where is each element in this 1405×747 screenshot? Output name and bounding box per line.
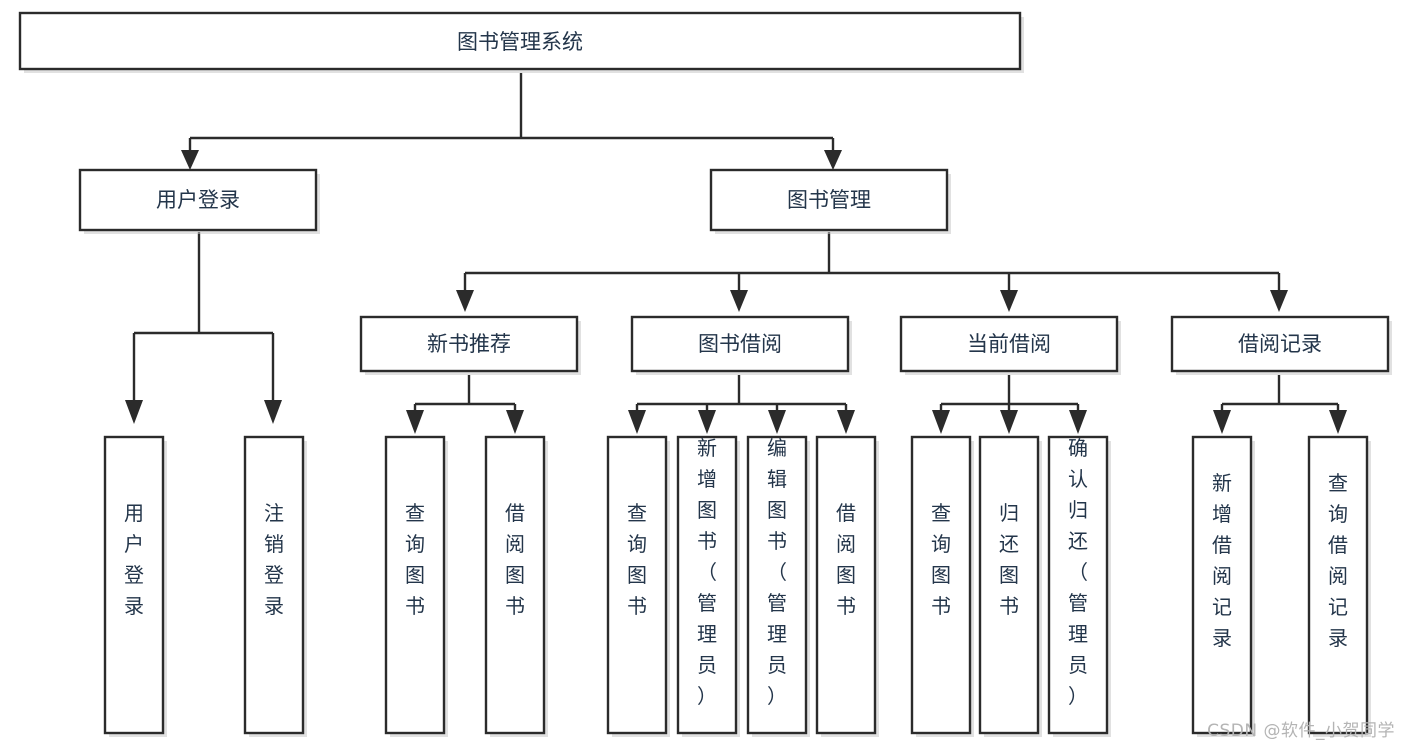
leaf-user-login-label: 用户登录 <box>124 501 144 618</box>
node-borrow-record[interactable]: 借阅记录 <box>1170 315 1392 375</box>
node-new-book-recommend-box <box>359 315 579 373</box>
arrow-head-user-login <box>181 150 199 170</box>
leaf-add-record-label: 新增借阅记录 <box>1212 471 1232 650</box>
leaf-add-record-box <box>1191 435 1253 735</box>
leaf-query-record-label: 查询借阅记录 <box>1328 471 1348 650</box>
node-borrow-record-label: 借阅记录 <box>1238 332 1322 356</box>
node-user-login-label: 用户登录 <box>156 188 240 212</box>
leaf-return-book-label: 归还图书 <box>999 501 1019 618</box>
arrow-head-leaf-add-record <box>1213 410 1231 434</box>
leaf-query-book-2[interactable]: 查询图书 <box>606 435 670 737</box>
arrow-head-book-manage <box>824 150 842 170</box>
node-book-borrow-label: 图书借阅 <box>698 332 782 356</box>
node-book-manage-label: 图书管理 <box>787 188 871 212</box>
leaf-borrow-book-2-box <box>815 435 877 735</box>
arrow-head-leaf-borrow-book-1 <box>506 410 524 434</box>
leaf-add-book-box <box>676 435 738 735</box>
leaf-query-book-3[interactable]: 查询图书 <box>910 435 974 737</box>
csdn-watermark: CSDN @软件_小贺同学 <box>1207 721 1395 741</box>
leaf-query-book-1-label: 查询图书 <box>405 501 425 618</box>
leaf-query-record[interactable]: 查询借阅记录 <box>1307 435 1371 737</box>
leaf-borrow-book-2-label: 借阅图书 <box>836 501 856 618</box>
node-root-label: 图书管理系统 <box>457 30 583 54</box>
node-new-book-recommend-label: 新书推荐 <box>427 332 511 356</box>
node-current-borrow-box <box>899 315 1119 373</box>
leaf-add-record[interactable]: 新增借阅记录 <box>1191 435 1255 737</box>
arrow-head-leaf-user-login <box>125 400 143 424</box>
leaf-confirm-return[interactable]: 确认归还（管理员） <box>1047 435 1111 737</box>
leaf-user-login-box <box>103 435 165 735</box>
leaf-query-book-3-label: 查询图书 <box>931 501 951 618</box>
leaf-borrow-book-1-label: 借阅图书 <box>505 501 525 618</box>
arrow-head-leaf-query-book-2 <box>628 410 646 434</box>
leaf-query-book-2-box <box>606 435 668 735</box>
leaf-add-book[interactable]: 新增图书（管理员） <box>676 435 740 737</box>
node-book-borrow[interactable]: 图书借阅 <box>630 315 852 375</box>
node-root[interactable]: 图书管理系统 <box>18 11 1024 73</box>
leaf-user-login[interactable]: 用户登录 <box>103 435 167 737</box>
node-book-manage[interactable]: 图书管理 <box>709 168 951 234</box>
leaf-confirm-return-label: 确认归还（管理员） <box>1068 436 1088 708</box>
arrow-head-leaf-confirm-return <box>1069 410 1087 434</box>
leaf-edit-book-box <box>746 435 808 735</box>
leaf-query-record-box <box>1307 435 1369 735</box>
arrow-head-book-borrow <box>730 290 748 312</box>
arrow-head-leaf-query-book-1 <box>406 410 424 434</box>
node-current-borrow[interactable]: 当前借阅 <box>899 315 1121 375</box>
leaf-return-book[interactable]: 归还图书 <box>978 435 1042 737</box>
leaf-borrow-book-2[interactable]: 借阅图书 <box>815 435 879 737</box>
node-book-manage-box <box>709 168 949 232</box>
arrow-head-leaf-edit-book <box>768 410 786 434</box>
leaf-borrow-book-1-box <box>484 435 546 735</box>
leaf-logout-login-label: 注销登录 <box>264 501 284 618</box>
arrow-head-current-borrow <box>1000 290 1018 312</box>
node-borrow-record-box <box>1170 315 1390 373</box>
leaf-add-book-label: 新增图书（管理员） <box>697 436 717 708</box>
node-book-borrow-box <box>630 315 850 373</box>
arrow-head-leaf-logout-login <box>264 400 282 424</box>
node-user-login[interactable]: 用户登录 <box>78 168 320 234</box>
leaf-query-book-3-box <box>910 435 972 735</box>
connector-layer <box>125 73 1347 434</box>
arrow-head-leaf-borrow-book-2 <box>837 410 855 434</box>
node-root-box <box>18 11 1022 71</box>
leaf-edit-book[interactable]: 编辑图书（管理员） <box>746 435 810 737</box>
arrow-head-leaf-add-book <box>698 410 716 434</box>
leaf-confirm-return-box <box>1047 435 1109 735</box>
leaf-return-book-box <box>978 435 1040 735</box>
arrow-head-borrow-record <box>1270 290 1288 312</box>
leaf-query-book-2-label: 查询图书 <box>627 501 647 618</box>
arrow-head-leaf-return-book <box>1000 410 1018 434</box>
arrow-head-new-book-recommend <box>456 290 474 312</box>
leaf-query-book-1[interactable]: 查询图书 <box>384 435 448 737</box>
leaf-query-book-1-box <box>384 435 446 735</box>
arrow-head-leaf-query-record <box>1329 410 1347 434</box>
leaf-borrow-book-1[interactable]: 借阅图书 <box>484 435 548 737</box>
node-user-login-box <box>78 168 318 232</box>
node-current-borrow-label: 当前借阅 <box>967 332 1051 356</box>
leaf-logout-login[interactable]: 注销登录 <box>243 435 307 737</box>
arrow-head-leaf-query-book-3 <box>932 410 950 434</box>
node-new-book-recommend[interactable]: 新书推荐 <box>359 315 581 375</box>
leaf-edit-book-label: 编辑图书（管理员） <box>767 436 787 708</box>
leaf-logout-login-box <box>243 435 305 735</box>
